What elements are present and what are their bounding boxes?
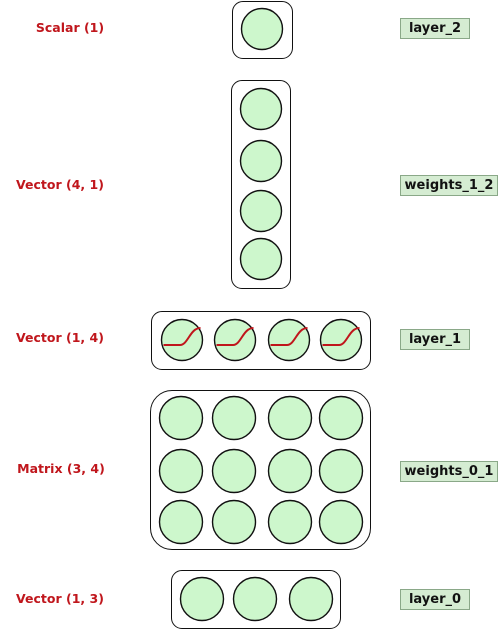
name-box-layer-1: layer_1	[400, 329, 470, 350]
shape-label-weights-0-1: Matrix (3, 4)	[17, 461, 105, 476]
activation-curve-icon	[163, 327, 201, 346]
node-layer_1-0-1	[213, 318, 257, 362]
shape-label-layer-0: Vector (1, 3)	[16, 591, 104, 606]
node-weights_1_2-1-0	[239, 139, 283, 183]
shape-label-weights-1-2: Vector (4, 1)	[16, 177, 104, 192]
node-layer_1-0-3	[319, 318, 363, 362]
node-layer_0-0-0	[179, 576, 225, 622]
name-box-weights-1-2: weights_1_2	[400, 175, 498, 196]
node-weights_1_2-0-0	[239, 87, 283, 131]
node-layer_0-0-2	[288, 576, 334, 622]
node-layer_2-0-0	[240, 7, 284, 51]
node-weights_1_2-2-0	[239, 189, 283, 233]
node-weights_0_1-2-0	[158, 499, 204, 545]
name-box-layer-0: layer_0	[400, 589, 470, 610]
node-weights_0_1-1-0	[158, 448, 204, 494]
node-layer_1-0-2	[267, 318, 311, 362]
node-weights_0_1-1-3	[318, 448, 364, 494]
node-weights_0_1-0-0	[158, 395, 204, 441]
node-weights_0_1-2-1	[211, 499, 257, 545]
name-box-weights-0-1: weights_0_1	[400, 461, 498, 482]
node-weights_1_2-3-0	[239, 237, 283, 281]
shape-label-layer-2: Scalar (1)	[35, 20, 105, 35]
node-weights_0_1-0-2	[267, 395, 313, 441]
node-weights_0_1-1-2	[267, 448, 313, 494]
activation-curve-icon	[322, 327, 360, 346]
node-layer_1-0-0	[160, 318, 204, 362]
node-layer_0-0-1	[232, 576, 278, 622]
node-weights_0_1-1-1	[211, 448, 257, 494]
activation-curve-icon	[216, 327, 254, 346]
node-weights_0_1-0-1	[211, 395, 257, 441]
activation-curve-icon	[270, 327, 308, 346]
node-weights_0_1-2-2	[267, 499, 313, 545]
node-weights_0_1-0-3	[318, 395, 364, 441]
name-box-layer-2: layer_2	[400, 18, 470, 39]
node-weights_0_1-2-3	[318, 499, 364, 545]
shape-label-layer-1: Vector (1, 4)	[16, 330, 104, 345]
